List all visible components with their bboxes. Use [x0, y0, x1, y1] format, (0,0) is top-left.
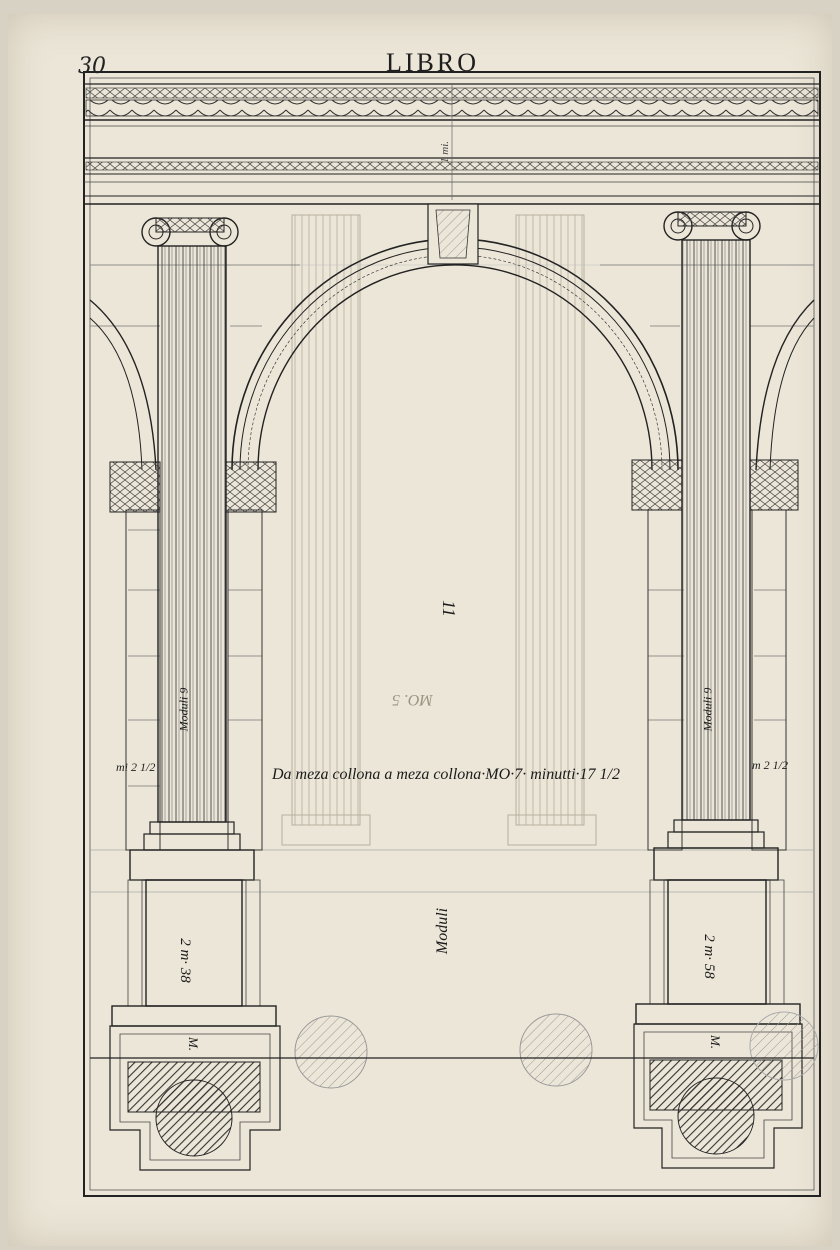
page-number: 30: [78, 54, 106, 79]
background-colonnade: [90, 214, 814, 893]
base-right-label: M.: [708, 1034, 724, 1050]
entablature-mark: 1 mi.: [439, 141, 451, 163]
plan-circles: [90, 1011, 819, 1089]
right-column: [631, 211, 803, 1169]
outer-frame: [83, 71, 821, 1197]
center-number: 11: [438, 600, 459, 617]
inner-frame: [89, 77, 815, 1191]
base-left-label: M.: [186, 1036, 202, 1052]
center-faint-label: MO. 5: [392, 691, 433, 708]
central-arch: [231, 203, 679, 471]
shaft-left-label: Moduli 9: [176, 687, 191, 732]
shaft-right-label: Moduli 9: [700, 687, 715, 732]
pedestal-right-label: 2 m· 58: [700, 934, 717, 979]
side-right-label: m 2 1/2: [752, 758, 788, 772]
entablature: [84, 83, 820, 205]
moduli-center-label: Moduli: [434, 907, 452, 955]
side-left-label: mi 2 1/2: [116, 760, 156, 774]
span-caption: Da meza collona a meza collona·MO·7· min…: [272, 766, 620, 783]
pedestal-left-label: 2 m· 38: [176, 938, 193, 983]
left-column: [109, 217, 281, 1171]
side-arches: [89, 299, 815, 471]
